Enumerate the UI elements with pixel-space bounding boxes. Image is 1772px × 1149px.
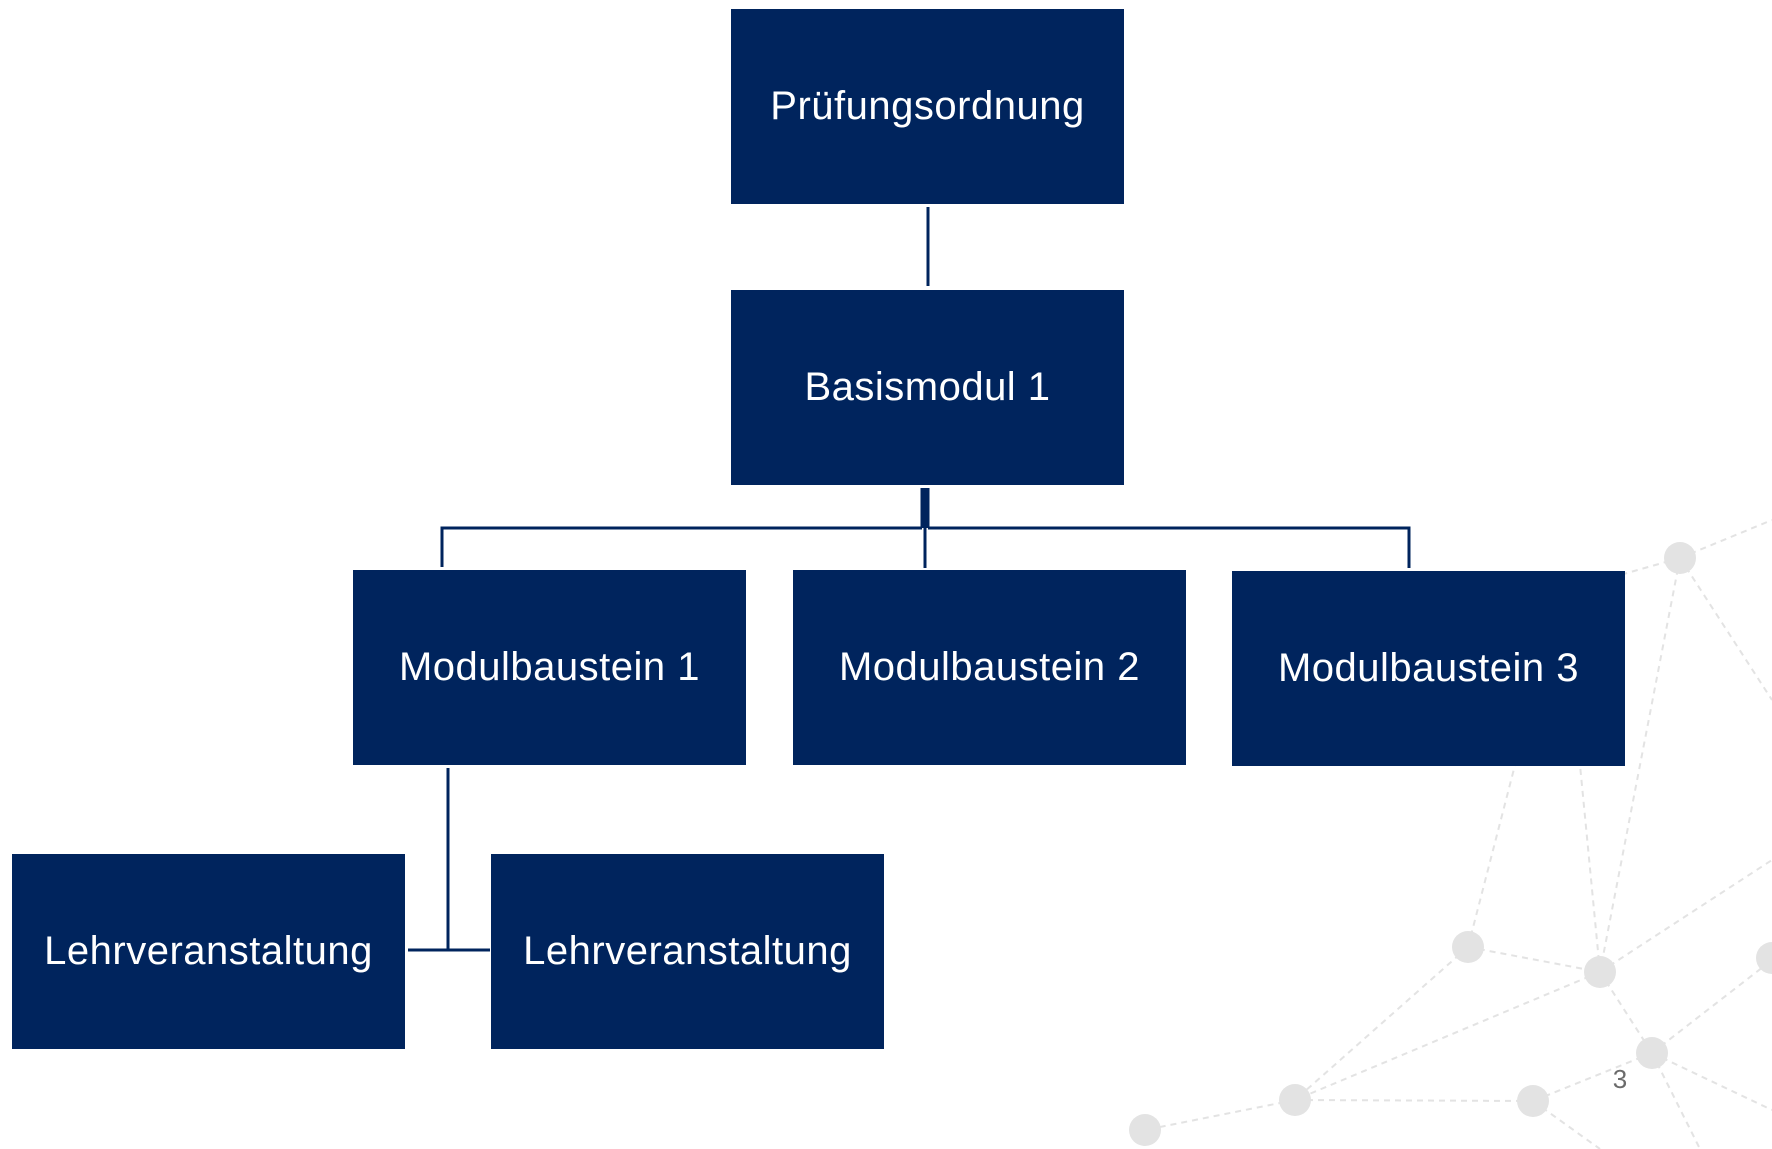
page-number: 3 xyxy=(1612,1064,1628,1094)
node-basismodul-1: Basismodul 1 xyxy=(731,290,1124,485)
connector-module-component-1 xyxy=(440,526,922,567)
node-modulbaustein-1: Modulbaustein 1 xyxy=(353,570,746,765)
node-modulbaustein-2: Modulbaustein 2 xyxy=(793,570,1186,765)
connector-module-component-3 xyxy=(928,526,1411,568)
node-pruefungsordnung: Prüfungsordnung xyxy=(731,9,1124,204)
node-modulbaustein-3: Modulbaustein 3 xyxy=(1232,571,1625,766)
node-lehrveranstaltung-2: Lehrveranstaltung xyxy=(491,854,884,1049)
node-lehrveranstaltung-1: Lehrveranstaltung xyxy=(12,854,405,1049)
